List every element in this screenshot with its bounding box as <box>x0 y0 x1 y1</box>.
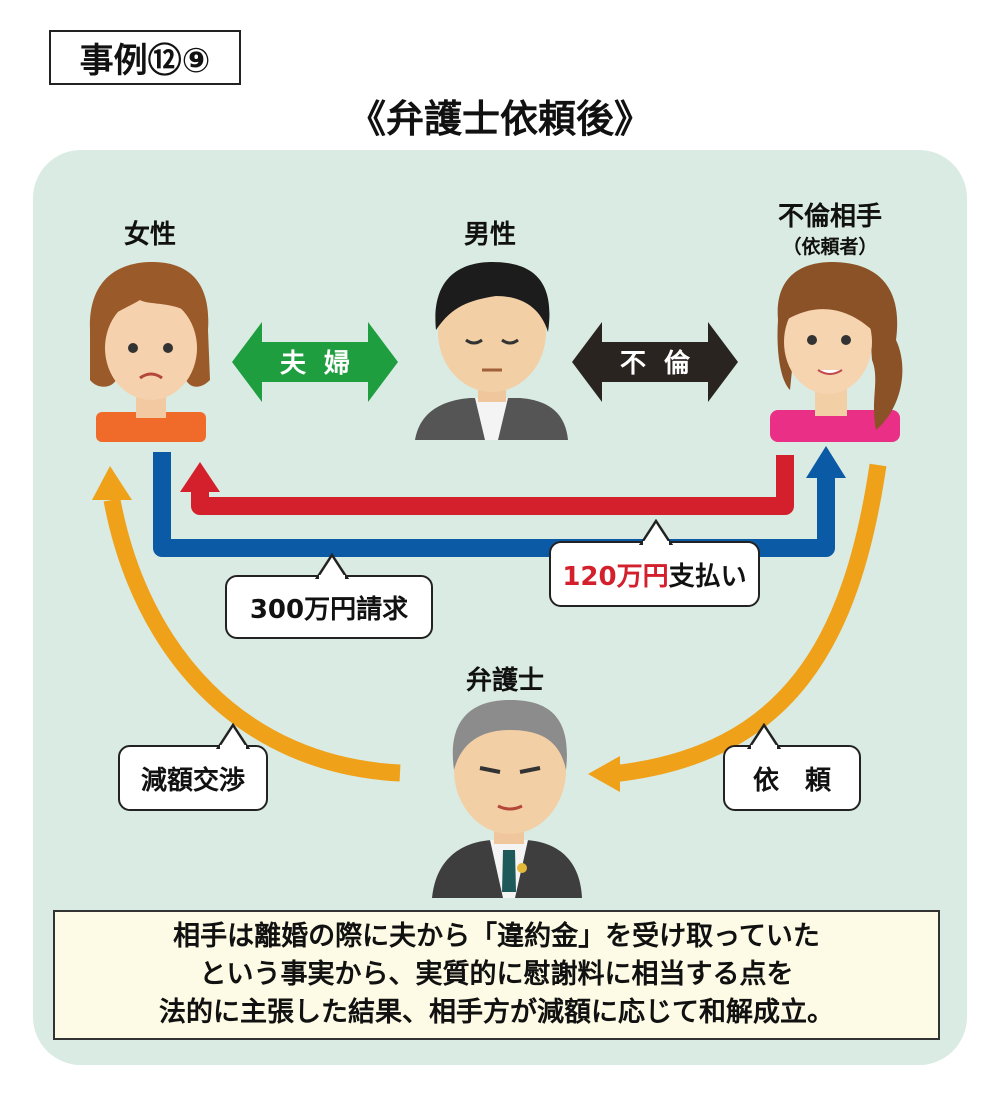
affair-label: 不倫 <box>619 349 708 379</box>
affair-arrow <box>572 322 738 402</box>
payment-amount: 120万円 <box>562 561 669 592</box>
request-label: 依 頼 <box>752 765 831 796</box>
woman-label: 女性 <box>123 220 176 250</box>
negotiation-callout-tail <box>216 723 250 749</box>
case-label: 事例⑫⑨ <box>49 30 241 85</box>
payment-callout-tail <box>639 519 673 545</box>
request-callout-tail <box>747 723 781 749</box>
lawyer-label: 弁護士 <box>465 666 544 696</box>
page-title: 《弁護士依頼後》 <box>347 97 652 141</box>
payment-rest: 支払い <box>668 561 747 592</box>
note-line-2: という事実から、実質的に慰謝料に相当する点を <box>199 959 794 990</box>
orange-request-line <box>611 463 887 783</box>
note-line-3: 法的に主張した結果、相手方が減額に応じて和解成立。 <box>159 997 834 1028</box>
request-callout: 依 頼 <box>723 723 861 811</box>
orange-arrowhead-left <box>92 466 132 500</box>
note-line-1: 相手は離婚の際に夫から「違約金」を受け取っていた <box>173 921 820 952</box>
woman-figure <box>89 262 210 442</box>
summary-note: 相手は離婚の際に夫から「違約金」を受け取っていた という事実から、実質的に慰謝料… <box>53 910 940 1040</box>
lawyer-figure <box>432 700 582 898</box>
partner-label: 不倫相手 <box>777 202 882 232</box>
partner-sub-label: （依頼者） <box>782 236 878 258</box>
married-label: 夫婦 <box>279 349 368 379</box>
claim-rest: 円請求 <box>330 594 409 625</box>
claim-callout: 300万円請求 <box>225 553 433 639</box>
blue-claim-line <box>153 452 835 557</box>
claim-callout-tail <box>315 553 349 579</box>
orange-negotiation-line <box>103 498 401 782</box>
red-payment-line <box>191 455 794 515</box>
blue-arrowhead <box>806 446 846 478</box>
partner-figure <box>770 262 903 442</box>
red-arrowhead <box>180 462 220 492</box>
negotiation-callout: 減額交渉 <box>118 723 268 811</box>
man-figure <box>415 262 568 440</box>
negotiation-label: 減額交渉 <box>140 765 245 796</box>
claim-amount: 300万 <box>249 594 331 625</box>
man-label: 男性 <box>463 220 516 250</box>
married-arrow <box>232 322 398 402</box>
payment-callout: 120万円支払い <box>549 519 760 607</box>
orange-arrowhead-right <box>588 756 620 792</box>
